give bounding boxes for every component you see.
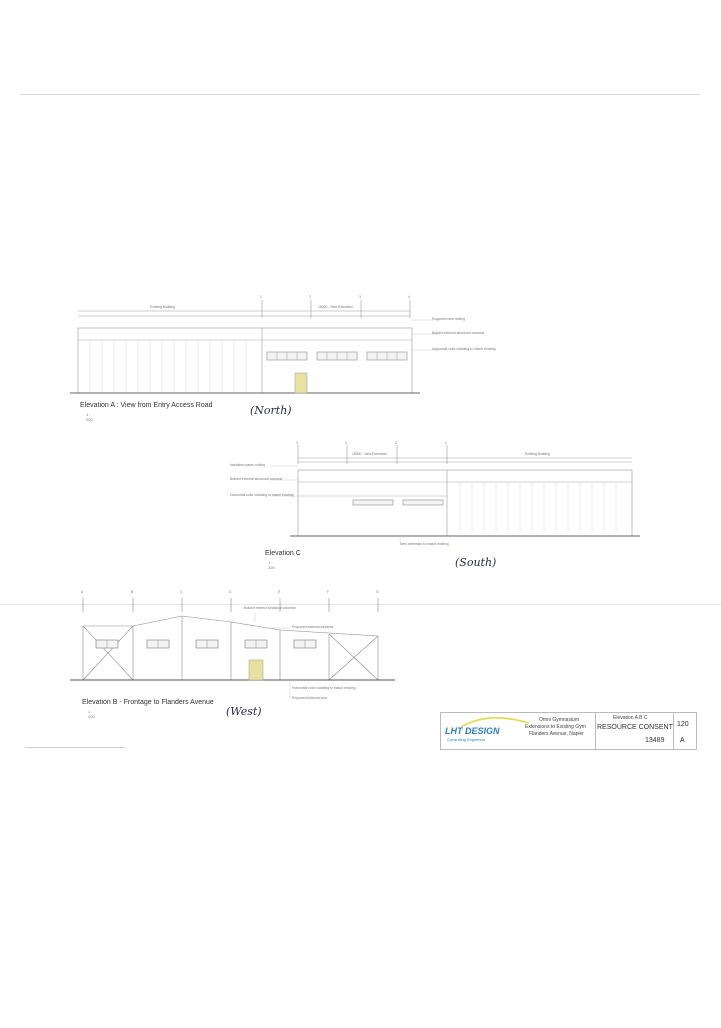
elevation-c-note-columns: Braced external structural columns [230, 477, 283, 481]
elevation-c-note-bottom: New extension to match existing [400, 542, 449, 546]
elevation-b-grid-b: B [131, 590, 134, 594]
elevation-b-grid-f: F [327, 590, 330, 594]
elevation-a-handwritten-label: (North) [250, 404, 292, 417]
elevation-b-grid-e: E [278, 590, 281, 594]
elevation-a-note-cladding: Horizontal color cladding to match exist… [432, 347, 496, 351]
scan-line-bottom [25, 747, 125, 748]
elevation-b-door [248, 659, 264, 681]
project-line-3: Flanders Avenue, Napier [529, 731, 584, 737]
logo: LHT DESIGN [445, 726, 500, 736]
elevation-b-note-door: Proposed external door [292, 696, 328, 700]
elevation-a-grid-4: 4 [408, 295, 410, 299]
elevation-a-note-roof: Proposed new roofing [432, 317, 465, 321]
elevation-c-grid-4: 4 [296, 441, 298, 445]
elevation-b-note-columns: Braced exterior structural columns [244, 606, 296, 610]
title-block-divider-2 [673, 713, 674, 749]
scan-line-mid [0, 604, 721, 605]
job-number: 13489 [645, 737, 665, 744]
elevation-b-grid-g: G [376, 590, 379, 594]
elevation-c-dim-extension: 18000 - New Extension [352, 452, 388, 456]
elevation-c-grid-1: 1 [445, 441, 447, 445]
elevation-a-scale: 1 : 200 [86, 412, 93, 422]
revision: A [680, 737, 685, 744]
sheet-number: 120 [677, 721, 689, 728]
elevation-a-door [294, 372, 308, 394]
elevation-c-note-cladding: Horizontal color cladding to match exist… [230, 493, 294, 497]
elevation-a-dim-extension: 18000 - New Extension [318, 305, 354, 309]
elevation-c-scale: 1 : 200 [268, 560, 275, 570]
elevation-b-note-cladding: Horizontal color cladding to match exist… [292, 686, 356, 690]
title-block: LHT DESIGN Consulting Engineers Omni Gym… [440, 712, 697, 750]
elevation-b-handwritten-label: (West) [226, 705, 262, 718]
drawing-title: Elevation A B C [613, 715, 648, 721]
elevation-c-title: Elevation C [265, 550, 301, 557]
elevation-b-title: Elevation B - Frontage to Flanders Avenu… [82, 699, 214, 706]
logo-subtitle: Consulting Engineers [447, 737, 486, 742]
elevation-b-grid-d: D [229, 590, 232, 594]
title-block-divider [595, 713, 596, 749]
status-label: RESOURCE CONSENT [597, 724, 673, 731]
project-line-2: Extensions to Existing Gym [525, 724, 586, 730]
elevation-a-grid-2: 2 [309, 295, 311, 299]
elevation-a-grid-1: 1 [260, 295, 262, 299]
elevation-a-grid-3: 3 [359, 295, 361, 299]
elevation-b-note-windows: Proposed external windows [292, 625, 334, 629]
elevation-a-note-columns: Braced external structural columns [432, 331, 485, 335]
project-line-1: Omni Gymnasium [539, 717, 580, 723]
elevation-b-grid-c: C [180, 590, 183, 594]
elevation-a-dim-existing: Existing Building [150, 305, 175, 309]
elevation-c-note-roof: Insulation panel roofing [230, 463, 266, 467]
elevation-b-scale: 1 : 200 [88, 709, 95, 719]
elevation-c-dim-existing: Existing Building [525, 452, 550, 456]
elevation-c-handwritten-label: (South) [455, 556, 497, 569]
elevation-c-grid-3: 3 [345, 441, 347, 445]
elevation-c-grid-2: 2 [395, 441, 397, 445]
logo-swoosh [460, 717, 530, 728]
scan-line-top [20, 94, 700, 95]
elevation-a-title: Elevation A : View from Entry Access Roa… [80, 402, 213, 409]
elevation-b-grid-a: A [81, 590, 84, 594]
